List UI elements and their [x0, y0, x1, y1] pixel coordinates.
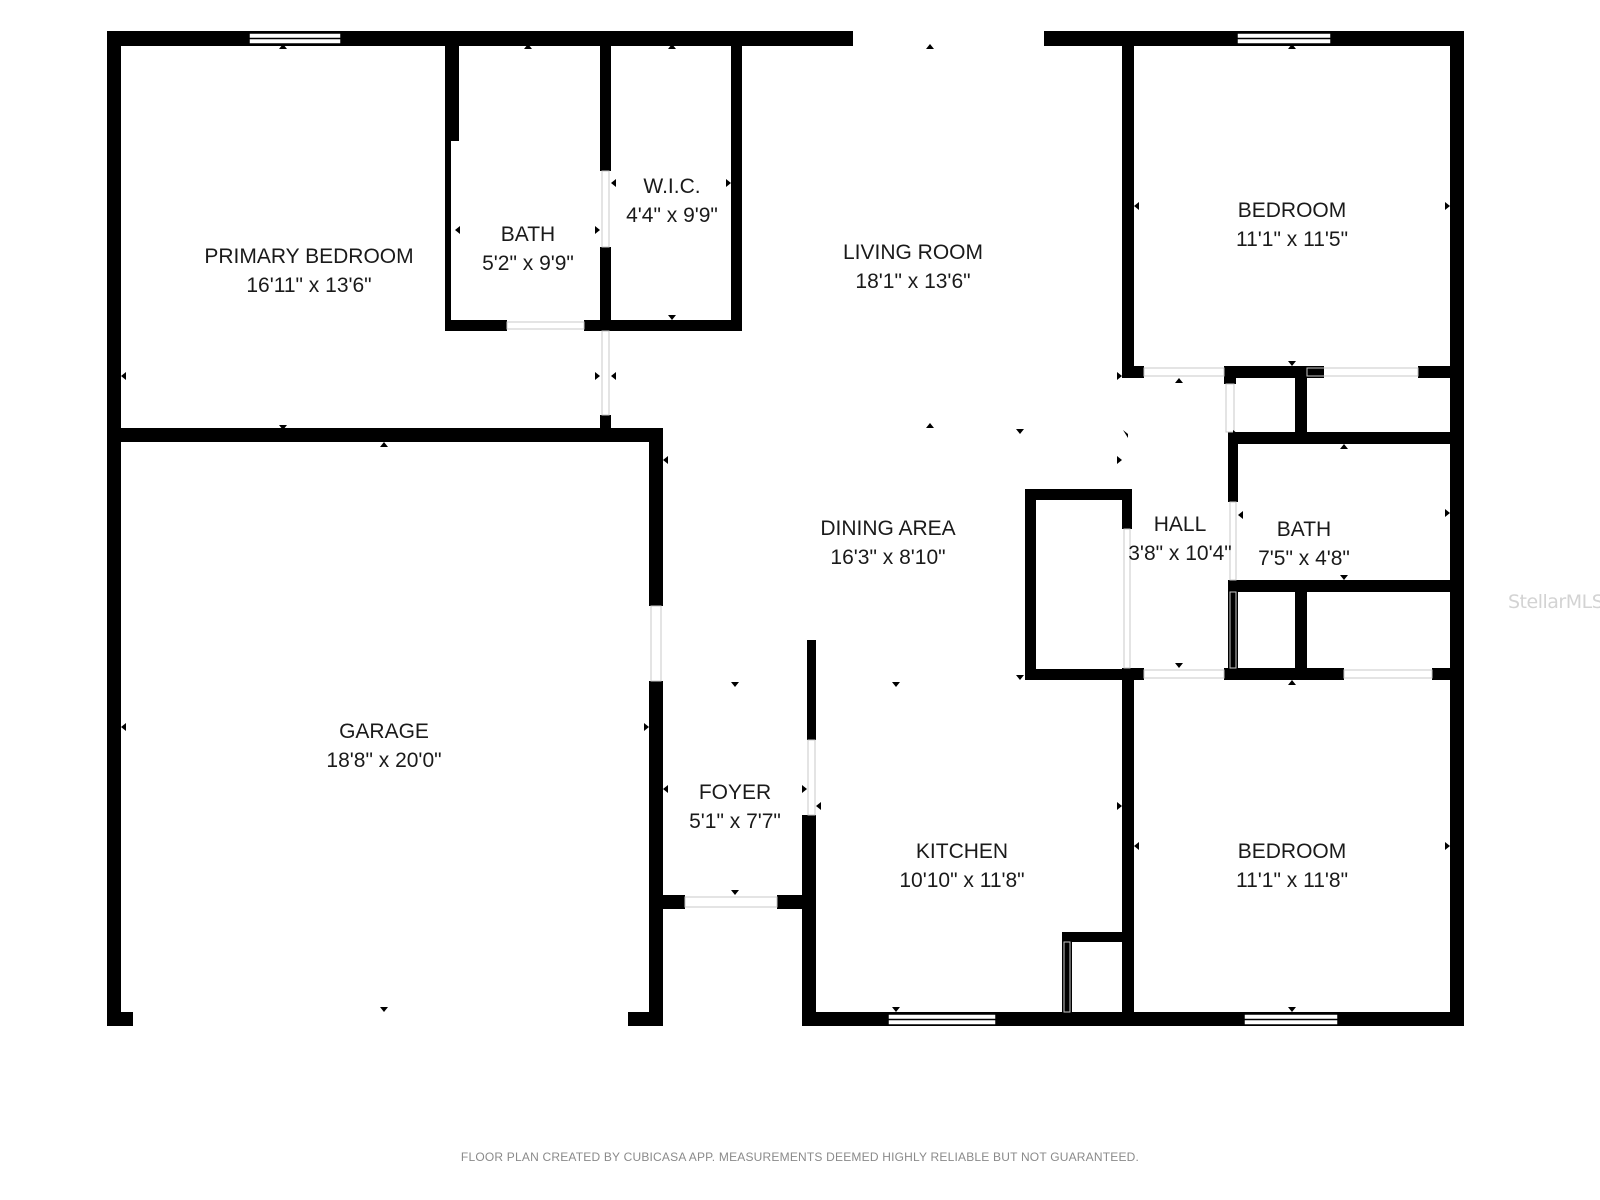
- room-name: FOYER: [699, 781, 771, 804]
- room-dimensions: 5'1" x 7'7": [689, 810, 781, 833]
- room-name: W.I.C.: [643, 175, 700, 198]
- door-openings: [506, 170, 1433, 1013]
- room-foyer: FOYER 5'1" x 7'7": [689, 781, 781, 833]
- room-dimensions: 10'10" x 11'8": [899, 869, 1024, 892]
- measurement-markers: [121, 44, 1450, 1012]
- room-dimensions: 4'4" x 9'9": [626, 204, 718, 227]
- room-primary-bath: BATH 5'2" x 9'9": [482, 223, 574, 275]
- room-wic: W.I.C. 4'4" x 9'9": [626, 175, 718, 227]
- footer-disclaimer: FLOOR PLAN CREATED BY CUBICASA APP. MEAS…: [460, 1150, 1140, 1164]
- room-dining-area: DINING AREA 16'3" x 8'10": [820, 517, 955, 569]
- room-name: BATH: [501, 223, 555, 246]
- room-garage: GARAGE 18'8" x 20'0": [326, 720, 441, 772]
- room-name: BEDROOM: [1238, 840, 1347, 863]
- room-name: PRIMARY BEDROOM: [204, 245, 413, 268]
- room-bedroom-upper: BEDROOM 11'1" x 11'5": [1236, 199, 1348, 251]
- room-dimensions: 3'8" x 10'4": [1128, 542, 1232, 565]
- room-name: BATH: [1277, 518, 1331, 541]
- room-hall: HALL 3'8" x 10'4": [1128, 513, 1232, 565]
- room-name: BEDROOM: [1238, 199, 1347, 222]
- room-dimensions: 16'3" x 8'10": [830, 546, 945, 569]
- room-name: GARAGE: [339, 720, 429, 743]
- room-kitchen: KITCHEN 10'10" x 11'8": [899, 840, 1024, 892]
- room-name: LIVING ROOM: [843, 241, 983, 264]
- room-name: DINING AREA: [820, 517, 955, 540]
- room-dimensions: 18'8" x 20'0": [326, 749, 441, 772]
- room-dimensions: 11'1" x 11'8": [1236, 869, 1348, 892]
- room-primary-bedroom: PRIMARY BEDROOM 16'11" x 13'6": [204, 245, 413, 297]
- watermark: StellarMLS: [1508, 591, 1600, 613]
- room-name: HALL: [1154, 513, 1207, 536]
- room-dimensions: 11'1" x 11'5": [1236, 228, 1348, 251]
- windows: [248, 32, 1339, 1026]
- walls: [107, 31, 1464, 1026]
- room-living-room: LIVING ROOM 18'1" x 13'6": [843, 241, 983, 293]
- room-hall-bath: BATH 7'5" x 4'8": [1258, 518, 1350, 570]
- room-bedroom-lower: BEDROOM 11'1" x 11'8": [1236, 840, 1348, 892]
- room-dimensions: 5'2" x 9'9": [482, 252, 574, 275]
- room-dimensions: 16'11" x 13'6": [246, 274, 371, 297]
- room-name: KITCHEN: [916, 840, 1008, 863]
- room-dimensions: 18'1" x 13'6": [855, 270, 970, 293]
- room-dimensions: 7'5" x 4'8": [1258, 547, 1350, 570]
